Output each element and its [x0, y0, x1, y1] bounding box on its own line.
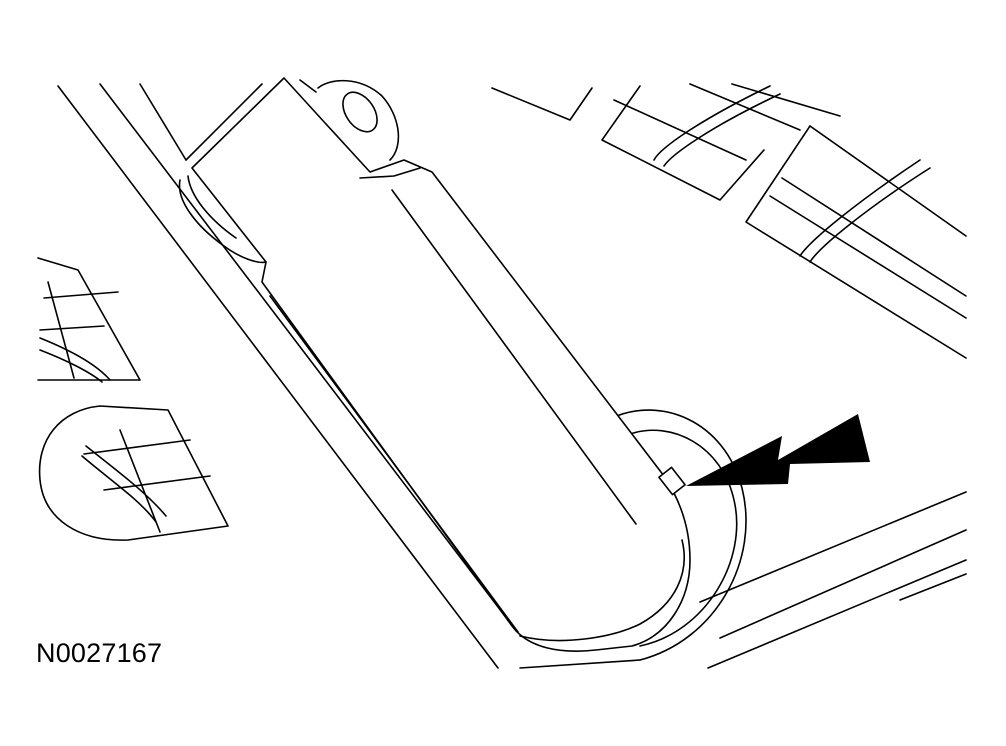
- upper-right-bracket: [491, 83, 967, 359]
- left-rails: [57, 83, 515, 669]
- pulley: [519, 409, 747, 669]
- lower-right-rails: [699, 491, 967, 669]
- mounting-boss: [299, 79, 400, 161]
- callout-arrow-icon: [686, 414, 870, 486]
- left-fan-lower: [38, 405, 229, 541]
- left-fan-upper: [37, 257, 141, 383]
- figure-reference-code: N0027167: [36, 638, 163, 668]
- locking-tab: [658, 466, 686, 496]
- component-cover: [178, 77, 691, 652]
